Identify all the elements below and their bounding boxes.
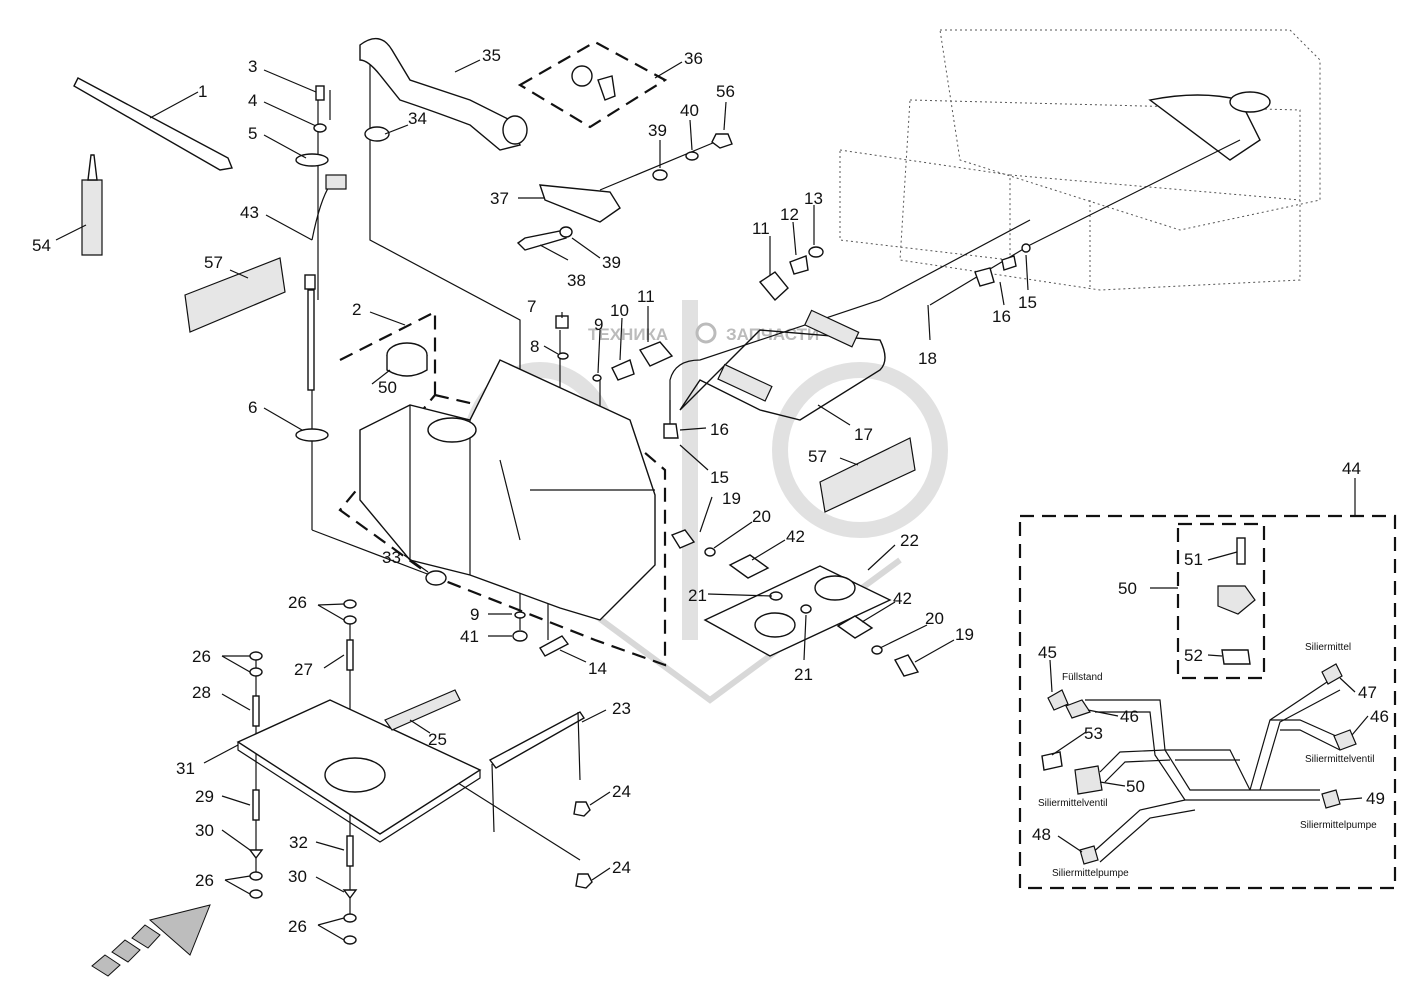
callout-4: 4	[248, 91, 257, 110]
label-fuellstand: Füllstand	[1062, 672, 1103, 683]
callout-9b: 9	[470, 605, 479, 624]
callout-15a: 15	[710, 468, 729, 487]
callout-47: 47	[1358, 683, 1377, 702]
callout-24b: 24	[612, 858, 631, 877]
callout-5: 5	[248, 124, 257, 143]
callout-11a: 11	[637, 287, 655, 306]
callout-33: 33	[382, 548, 401, 567]
cable-tie	[73, 77, 233, 171]
gear-icon	[695, 322, 717, 344]
callout-21b: 21	[794, 665, 813, 684]
callout-42a: 42	[786, 527, 805, 546]
wiring-harness-inset: Füllstand Siliermittel Siliermittelventi…	[1018, 478, 1397, 890]
callout-44: 44	[1342, 459, 1361, 478]
callout-35: 35	[482, 46, 501, 65]
callout-52: 52	[1184, 646, 1203, 665]
callout-56: 56	[716, 82, 735, 101]
leader-lines	[55, 59, 1369, 941]
callout-38: 38	[567, 271, 586, 290]
callout-18: 18	[918, 349, 937, 368]
callout-49: 49	[1366, 789, 1385, 808]
bracket	[538, 184, 621, 223]
callout-19b: 19	[955, 625, 974, 644]
callout-9: 9	[594, 315, 603, 334]
callout-30a: 30	[195, 821, 214, 840]
callout-30b: 30	[288, 867, 307, 886]
callout-29: 29	[195, 787, 214, 806]
callout-3: 3	[248, 57, 257, 76]
callout-48: 48	[1032, 825, 1051, 844]
callout-46a: 46	[1120, 707, 1139, 726]
callout-32: 32	[289, 833, 308, 852]
callout-7: 7	[527, 297, 536, 316]
decal-plate-right	[819, 437, 916, 513]
callout-25: 25	[428, 730, 447, 749]
callout-54: 54	[32, 236, 51, 255]
callout-6: 6	[248, 398, 257, 417]
callout-16a: 16	[710, 420, 729, 439]
decal-plate-left	[184, 257, 286, 333]
callout-26b: 26	[192, 647, 211, 666]
callout-34: 34	[408, 109, 427, 128]
callout-57b: 57	[808, 447, 827, 466]
callout-23: 23	[612, 699, 631, 718]
callout-42b: 42	[893, 589, 912, 608]
callout-19a: 19	[722, 489, 741, 508]
label-siliermittel: Siliermittel	[1305, 642, 1351, 653]
callout-24a: 24	[612, 782, 631, 801]
direction-arrow-icon	[91, 904, 211, 977]
callout-53: 53	[1084, 724, 1103, 743]
callout-11b: 11	[752, 219, 770, 238]
callout-1: 1	[198, 82, 207, 101]
mounting-tray	[703, 565, 892, 657]
callout-43: 43	[240, 203, 259, 222]
watermark-text-right: ЗАПЧАСТИ	[726, 325, 819, 344]
callout-numbers: 1 2 3 4 5 6 7 8 9 10 11 11 12 13 14 15 1…	[32, 46, 1389, 936]
callout-8: 8	[530, 337, 539, 356]
callout-15b: 15	[1018, 293, 1037, 312]
callout-28: 28	[192, 683, 211, 702]
callout-16b: 16	[992, 307, 1011, 326]
callout-26d: 26	[288, 917, 307, 936]
callout-22: 22	[900, 531, 919, 550]
callout-27: 27	[294, 660, 313, 679]
callout-21a: 21	[688, 586, 707, 605]
label-siliermittelventil-right: Siliermittelventil	[1305, 754, 1374, 765]
callout-39a: 39	[648, 121, 667, 140]
callout-36: 36	[684, 49, 703, 68]
callout-57a: 57	[204, 253, 223, 272]
stud-stack-left	[248, 651, 264, 899]
callout-10: 10	[610, 301, 629, 320]
callout-39b: 39	[602, 253, 621, 272]
machine-housing	[839, 29, 1321, 291]
callout-45: 45	[1038, 643, 1057, 662]
callout-41: 41	[460, 627, 479, 646]
callout-37: 37	[490, 189, 509, 208]
callout-50c: 50	[1126, 777, 1145, 796]
callout-40: 40	[680, 101, 699, 120]
sealant-cartridge	[81, 179, 103, 256]
callout-51: 51	[1184, 550, 1203, 569]
label-siliermittelventil-left: Siliermittelventil	[1038, 798, 1107, 809]
callout-26c: 26	[195, 871, 214, 890]
callout-17: 17	[854, 425, 873, 444]
callout-2: 2	[352, 300, 361, 319]
callout-20b: 20	[925, 609, 944, 628]
callout-50a: 50	[378, 378, 397, 397]
label-siliermittelpumpe-bottom: Siliermittelpumpe	[1052, 868, 1129, 879]
callout-20a: 20	[752, 507, 771, 526]
stud-stack-right	[342, 599, 358, 945]
label-siliermittelpumpe-right: Siliermittelpumpe	[1300, 820, 1377, 831]
callout-31: 31	[176, 759, 195, 778]
callout-12: 12	[780, 205, 799, 224]
callout-50b: 50	[1118, 579, 1137, 598]
callout-14: 14	[588, 659, 607, 678]
callout-13: 13	[804, 189, 823, 208]
callout-26a: 26	[288, 593, 307, 612]
callout-46b: 46	[1370, 707, 1389, 726]
filler-pipe	[359, 37, 521, 151]
